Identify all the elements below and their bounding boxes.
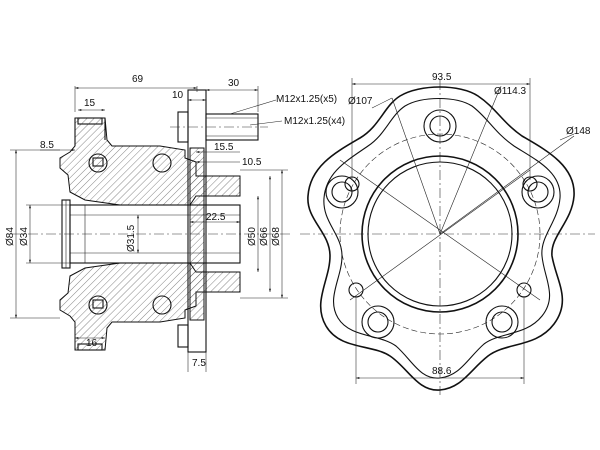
dim-69: 69 xyxy=(132,74,144,85)
dim-dia31-5: Ø31.5 xyxy=(126,224,137,252)
dim-10-5: 10.5 xyxy=(242,157,262,168)
front-view: 93.5 Ø107 Ø114.3 Ø148 88.6 xyxy=(300,72,595,395)
dim-7-5: 7.5 xyxy=(192,358,206,369)
center-bore-outer xyxy=(361,155,519,313)
dim-88-6: 88.6 xyxy=(432,366,452,377)
dim-dia114-3: Ø114.3 xyxy=(494,86,526,97)
thread-label-x4: M12x1.25(x4) xyxy=(284,116,345,127)
stud-hole-right xyxy=(521,175,555,209)
upper-housing-section xyxy=(59,117,241,206)
stud-hole-lower-left xyxy=(361,305,395,339)
stud-hole-lower-right xyxy=(485,305,519,339)
dim-30: 30 xyxy=(228,78,240,89)
stud-holes xyxy=(325,109,555,339)
dim-22-5: 22.5 xyxy=(206,212,226,223)
dim-dia66: Ø66 xyxy=(259,227,270,246)
dim-dia107: Ø107 xyxy=(348,96,373,107)
dim-dia84: Ø84 xyxy=(5,227,16,246)
bearing-ball-lower-left xyxy=(88,295,108,315)
dim-15: 15 xyxy=(84,98,96,109)
flange-inner-hatch xyxy=(189,147,205,321)
dim-93-5: 93.5 xyxy=(432,72,452,83)
bearing-ball-upper-left xyxy=(88,153,108,173)
center-bore-inner xyxy=(367,161,513,307)
thread-label-x5: M12x1.25(x5) xyxy=(276,94,337,105)
dim-dia50: Ø50 xyxy=(247,227,258,246)
bearing-ball-upper-right xyxy=(152,153,172,173)
dim-dia148: Ø148 xyxy=(566,126,591,137)
flange-inner-contour xyxy=(323,98,561,379)
dim-dia68: Ø68 xyxy=(271,227,282,246)
stud-hole-top xyxy=(423,109,457,143)
stud-hole-left xyxy=(325,175,359,209)
pitch-circle xyxy=(339,133,541,335)
flange-outer-contour xyxy=(307,86,575,391)
side-section-view: 69 30 10 15 M12x1.25(x5) M12x1.25(x4) 8.… xyxy=(5,74,345,372)
dim-10: 10 xyxy=(172,90,184,101)
dim-dia34: Ø34 xyxy=(19,227,30,246)
wheel-stud xyxy=(170,111,268,143)
dim-16: 16 xyxy=(86,338,98,349)
dim-8-5: 8.5 xyxy=(40,140,54,151)
lower-housing-section xyxy=(59,262,241,351)
bearing-ball-lower-right xyxy=(152,295,172,315)
dim-15-5: 15.5 xyxy=(214,142,234,153)
